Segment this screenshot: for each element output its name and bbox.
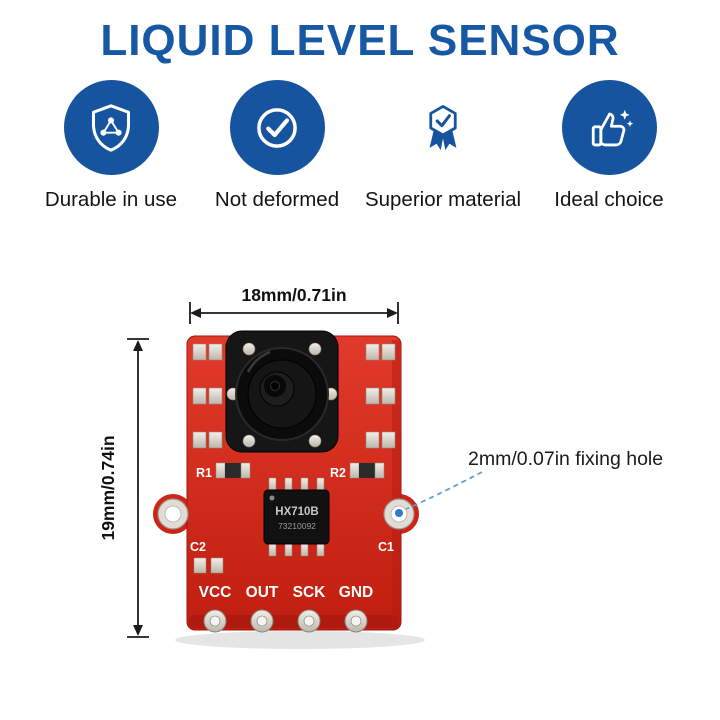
pin-label-out: OUT [246,584,279,601]
shield-network-icon [63,80,159,175]
dim-arrow-right [387,308,398,318]
feature-label: Not deformed [214,188,340,211]
dim-arrow-up [133,340,143,351]
height-dimension [127,338,149,638]
chip-pins [268,477,325,557]
pin-hole [250,609,274,633]
height-dimension-label: 19mm/0.74in [98,435,118,540]
check-circle-icon [229,80,325,175]
pressure-sensor [225,330,339,453]
silkscreen-c1: C1 [378,540,394,554]
hole-callout: 2mm/0.07in fixing hole [395,448,663,517]
feature-ideal-choice: Ideal choice [528,80,690,212]
feature-label: Superior material [364,188,522,211]
smd-pads-left [192,343,223,449]
smd-pads-right [365,343,396,449]
callout-leader-line [405,471,483,510]
feature-durable: Durable in use [30,80,192,212]
pin-label-vcc: VCC [199,584,232,601]
dim-arrow-left [190,308,201,318]
pin-label-gnd: GND [339,584,373,601]
ic-chip: HX710B 73210092 [263,477,330,557]
dim-arrow-down [133,625,143,636]
pin-holes [203,609,368,633]
feature-not-deformed: Not deformed [196,80,358,212]
board-shadow [175,631,425,649]
chip-marking-line1: HX710B [275,506,318,518]
chip-marking-line2: 73210092 [278,521,316,531]
fixing-hole-right [383,498,415,530]
silkscreen-c2: C2 [190,540,206,554]
resistor-r1 [215,462,251,479]
board-ear-right [379,494,419,534]
fixing-hole-left [157,498,189,530]
feature-label: Ideal choice [554,188,664,211]
page-title: LIQUID LEVEL SENSOR [100,16,620,65]
pcb-board: R1 R2 HX7 [153,330,419,633]
hole-callout-label: 2mm/0.07in fixing hole [468,448,663,470]
width-dimension-label: 18mm/0.71in [241,285,346,305]
capacitor-c2-pads [193,557,224,574]
sensor-pins [226,342,338,448]
feature-label: Durable in use [44,188,178,211]
resistor-r2 [349,462,385,479]
silkscreen-r2: R2 [330,466,346,480]
features-row: Durable in use Not deformed Superior [0,80,720,212]
callout-dot [395,509,403,517]
thumbs-up-icon [561,80,657,175]
chip-pin1-dot [269,495,275,501]
pin-hole [203,609,227,633]
sensor-nozzle [259,371,295,407]
pin-hole [344,609,368,633]
pin-label-sck: SCK [293,584,327,601]
board-ear-left [153,494,193,534]
pin-hole [297,609,321,633]
feature-superior-material: Superior material [362,80,524,212]
pin-labels: VCC OUT SCK GND [199,584,374,601]
width-dimension [189,302,399,324]
silkscreen-r1: R1 [196,466,212,480]
award-badge-icon [395,80,491,175]
